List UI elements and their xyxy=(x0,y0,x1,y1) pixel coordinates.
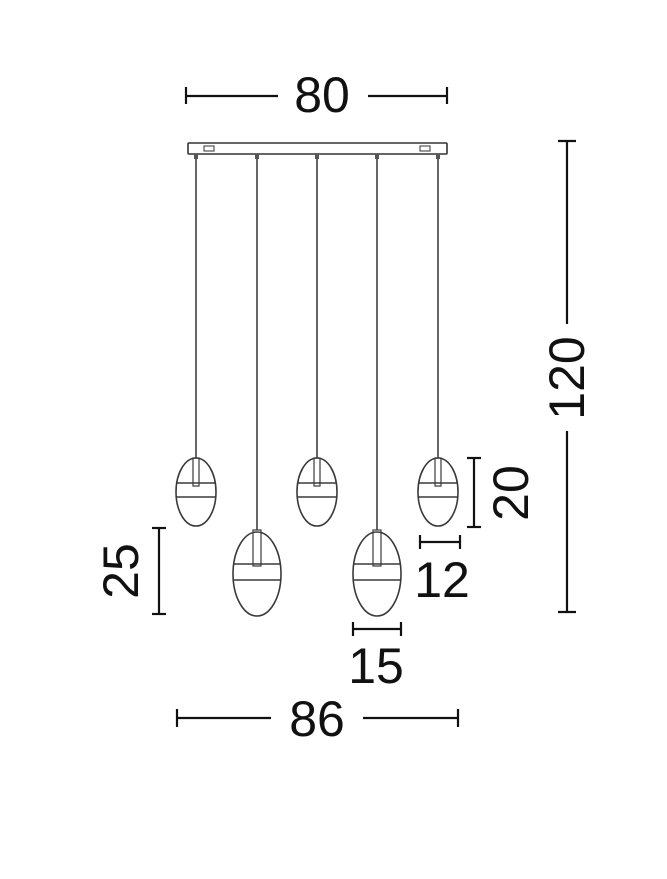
wire-clamp-3 xyxy=(315,154,319,159)
shade-core xyxy=(252,529,262,567)
shade-body xyxy=(232,531,282,617)
dim-large-shade-width-label: 15 xyxy=(348,638,404,694)
small-shade-1 xyxy=(175,457,217,527)
canopy-screw-left xyxy=(203,145,215,152)
wire-clamp-5 xyxy=(436,154,440,159)
shade-core xyxy=(313,457,321,487)
canopy-bar xyxy=(187,142,448,155)
dim-large-shade-height-label: 25 xyxy=(93,543,149,599)
small-shade-5 xyxy=(417,457,459,527)
dim-small-shade-height-label: 20 xyxy=(483,465,539,521)
shade-band xyxy=(418,482,458,498)
shade-core xyxy=(192,457,200,487)
dimension-large-shade-width: 15 xyxy=(348,622,404,694)
dimension-small-shade-height: 20 xyxy=(467,456,539,529)
shade-band xyxy=(233,563,281,581)
shade-body xyxy=(175,457,217,527)
dimension-total-height: 120 xyxy=(539,139,595,614)
dimension-small-shade-width: 12 xyxy=(414,535,470,608)
dimension-large-shade-height: 25 xyxy=(93,526,166,616)
shade-body xyxy=(296,457,338,527)
canopy-screw-right xyxy=(419,145,431,152)
ceiling-canopy xyxy=(187,142,448,155)
small-shade-3 xyxy=(296,457,338,527)
shade-band xyxy=(297,482,337,498)
dim-small-shade-width-label: 12 xyxy=(414,552,470,608)
dimension-bottom-width: 86 xyxy=(175,691,460,747)
large-shade-2 xyxy=(232,529,282,617)
shade-band xyxy=(353,563,401,581)
dim-bottom-width-label: 86 xyxy=(289,691,345,747)
shade-core xyxy=(434,457,442,487)
wire-clamp-1 xyxy=(194,154,198,159)
shade-band xyxy=(176,482,216,498)
shade-core xyxy=(372,529,382,567)
shade-body xyxy=(417,457,459,527)
dim-total-height-label: 120 xyxy=(539,336,595,419)
dim-top-width-label: 80 xyxy=(294,67,350,123)
shade-body xyxy=(352,531,402,617)
dimension-top-width: 80 xyxy=(184,67,449,123)
large-shade-4 xyxy=(352,529,402,617)
suspension-wires xyxy=(194,154,440,530)
wire-clamp-2 xyxy=(255,154,259,159)
wire-clamp-4 xyxy=(375,154,379,159)
